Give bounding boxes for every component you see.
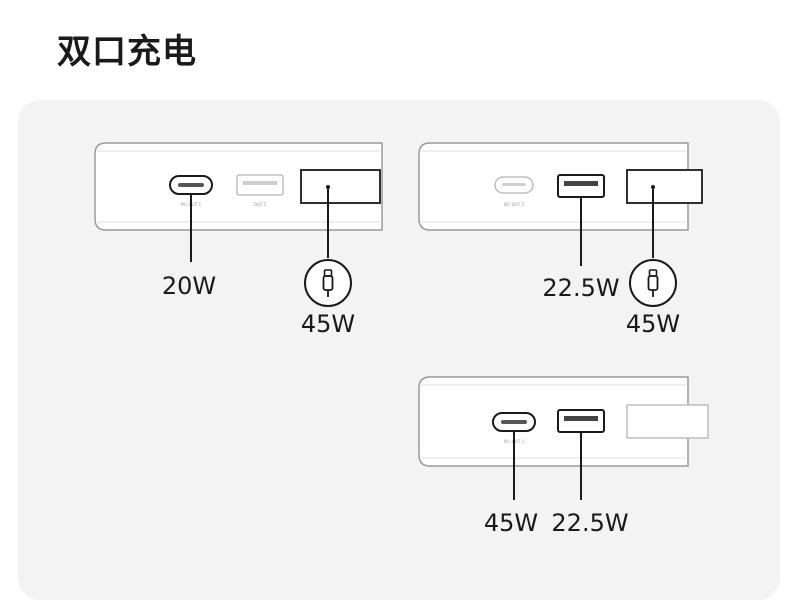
power-bank-device-2: IN | OUT 1 22.5W 45W bbox=[418, 142, 703, 338]
integrated-cable-icon bbox=[300, 169, 381, 204]
integrated-cable-icon bbox=[626, 404, 709, 439]
usb-c-wattage: 20W bbox=[162, 272, 216, 300]
power-bank-device-1: IN | OUT 1 OUT 2 20W 45W bbox=[94, 142, 383, 338]
integrated-cable-icon bbox=[626, 169, 703, 204]
usb-a-port-icon bbox=[557, 174, 605, 198]
usb-c-port-icon bbox=[494, 176, 534, 194]
usb-a-wattage: 22.5W bbox=[551, 509, 628, 537]
page-title: 双口充电 bbox=[57, 32, 197, 72]
usb-c-port-label: IN | OUT 1 bbox=[504, 202, 525, 207]
usb-c-port-icon bbox=[492, 412, 536, 432]
cable-icon bbox=[304, 259, 352, 307]
power-bank-device-3: IN | OUT 1 45W 22.5W bbox=[418, 376, 709, 537]
cable-icon bbox=[629, 259, 677, 307]
device-body bbox=[418, 142, 689, 231]
cable-wattage: 45W bbox=[301, 310, 355, 338]
usb-a-port-icon bbox=[557, 409, 605, 433]
usb-a-port-icon bbox=[236, 174, 284, 196]
device-body bbox=[418, 376, 689, 467]
usb-a-port-label: OUT 2 bbox=[254, 202, 267, 207]
usb-c-wattage: 45W bbox=[484, 509, 538, 537]
usb-a-wattage: 22.5W bbox=[542, 274, 619, 302]
usb-c-port-icon bbox=[169, 175, 213, 195]
cable-wattage: 45W bbox=[626, 310, 680, 338]
